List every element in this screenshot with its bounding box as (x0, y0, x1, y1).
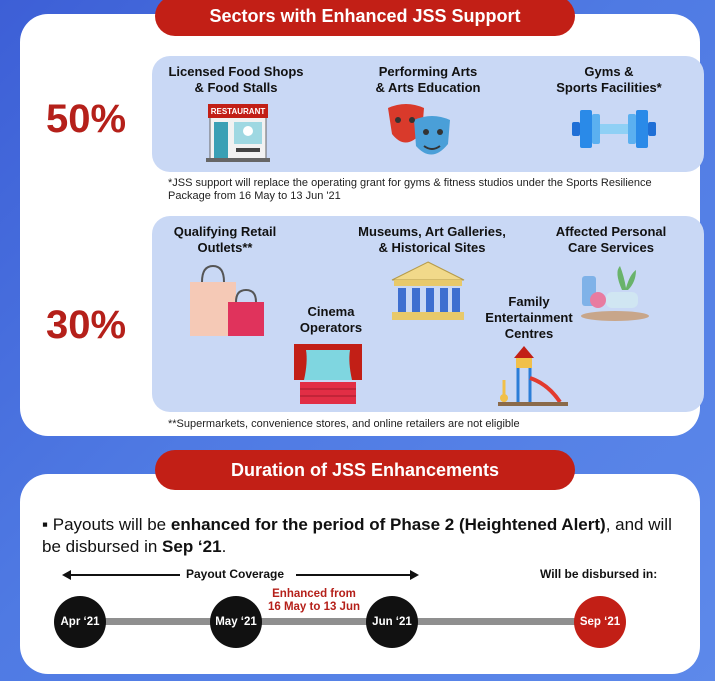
coverage-label: Payout Coverage (186, 567, 285, 581)
sector-personal-care: Affected Personal Care Services (555, 224, 667, 255)
duration-title: Duration of JSS Enhancements (155, 450, 575, 490)
arrow-head-right (410, 570, 419, 580)
percent-30: 30% (46, 303, 127, 347)
timeline-node-sep: Sep ‘21 (574, 596, 626, 648)
restaurant-icon: RESTAURANT (206, 104, 270, 162)
coverage-arrow-left (70, 574, 180, 576)
shopping-bags-icon (190, 264, 264, 336)
playground-icon (498, 346, 568, 406)
bullet-end: . (221, 537, 227, 556)
sector-food-shops: Licensed Food Shops & Food Stalls (168, 64, 304, 95)
bullet-prefix: Payouts will be (52, 515, 171, 534)
bullet-bold: enhanced for the period of Phase 2 (Heig… (170, 515, 606, 534)
sector-retail: Qualifying Retail Outlets** (173, 224, 277, 255)
timeline-bar (80, 618, 600, 625)
sector-family-entertainment: Family Entertainment Centres (485, 294, 573, 341)
tier-30-footnote: **Supermarkets, convenience stores, and … (168, 418, 520, 430)
cinema-icon (294, 344, 362, 404)
theatre-masks-icon (388, 104, 450, 155)
duration-bullet: ▪ Payouts will be enhanced for the perio… (42, 514, 682, 558)
bullet-bold2: Sep ‘21 (162, 537, 222, 556)
arrow-head-left (62, 570, 71, 580)
dumbbell-icon (572, 110, 656, 148)
tier-50-footnote: *JSS support will replace the operating … (168, 177, 652, 202)
bullet-mid: , and will be disbursed in (42, 515, 672, 556)
sector-gyms: Gyms & Sports Facilities* (556, 64, 662, 95)
enhanced-label: Enhanced from 16 May to 13 Jun (267, 588, 361, 613)
coverage-arrow-right (296, 574, 410, 576)
timeline-node-jun: Jun ‘21 (366, 596, 418, 648)
timeline-node-may: May ‘21 (210, 596, 262, 648)
museum-icon (391, 261, 465, 320)
spa-icon (581, 266, 649, 321)
disbursed-label: Will be disbursed in: (540, 567, 658, 581)
percent-50: 50% (46, 97, 127, 141)
sector-cinema: Cinema Operators (299, 304, 363, 335)
sector-performing-arts: Performing Arts & Arts Education (375, 64, 481, 95)
sector-museums: Museums, Art Galleries, & Historical Sit… (358, 224, 506, 255)
bullet-marker: ▪ (42, 515, 53, 534)
sectors-title: Sectors with Enhanced JSS Support (155, 0, 575, 36)
timeline-node-apr: Apr ‘21 (54, 596, 106, 648)
svg-text:RESTAURANT: RESTAURANT (211, 107, 266, 116)
